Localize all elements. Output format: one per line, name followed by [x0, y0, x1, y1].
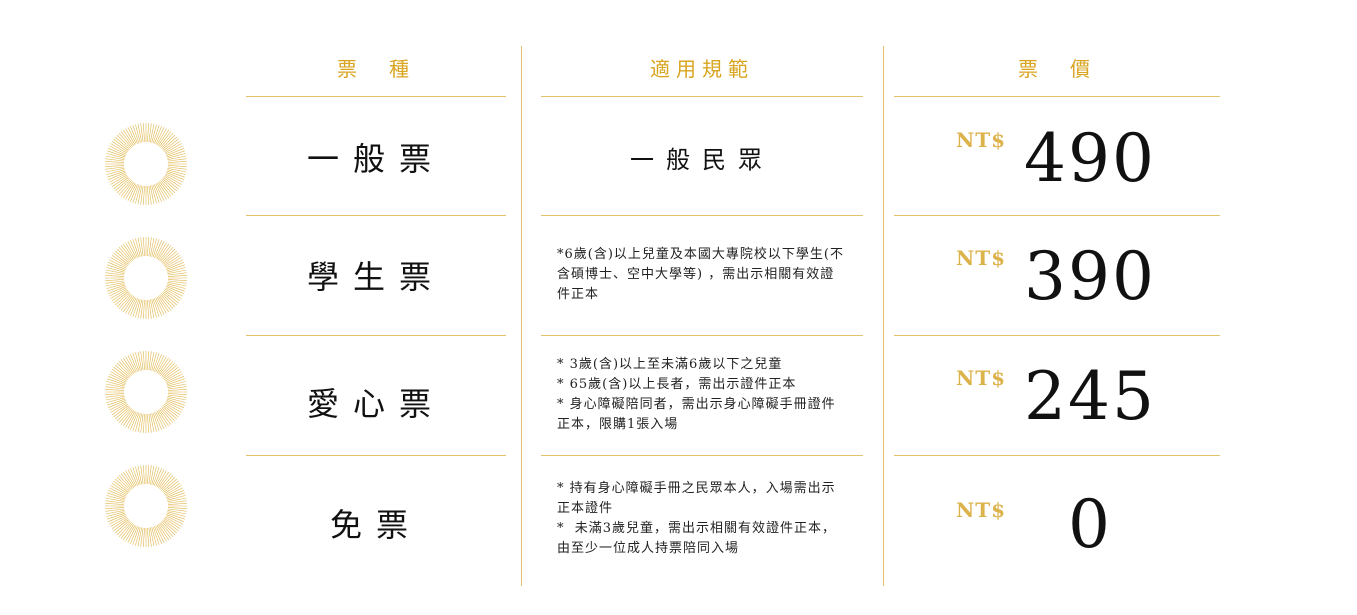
rule-cell: * 3歲(含)以上至未滿6歲以下之兒童 * 65歲(含)以上長者，需出示證件正本… — [541, 336, 863, 454]
header-price: 票 價 — [1018, 57, 1096, 81]
row-divider — [894, 455, 1220, 456]
column-divider-1 — [521, 46, 522, 586]
header-rules: 適用規範 — [650, 57, 754, 81]
price-value: 490 — [1024, 120, 1156, 197]
price-value: 245 — [1024, 358, 1156, 435]
row-divider — [541, 455, 863, 456]
currency-label: NT$ — [956, 128, 1007, 152]
sunburst-icon — [105, 465, 187, 547]
rule-cell: 一般民眾 — [541, 98, 863, 216]
sunburst-icon — [105, 237, 187, 319]
row-divider — [246, 96, 506, 97]
currency-label: NT$ — [956, 498, 1007, 522]
ticket-name: 一般票 — [306, 140, 445, 178]
ticket-name: 免票 — [329, 506, 422, 544]
row-divider — [246, 335, 506, 336]
row-divider — [541, 96, 863, 97]
row-divider — [894, 335, 1220, 336]
ticket-name: 愛心票 — [306, 385, 445, 423]
row-divider — [541, 335, 863, 336]
ticket-name: 學生票 — [306, 258, 445, 296]
sunburst-icon — [105, 351, 187, 433]
currency-label: NT$ — [956, 246, 1007, 270]
price-value: 390 — [1024, 238, 1156, 315]
row-divider — [894, 96, 1220, 97]
row-divider — [246, 455, 506, 456]
row-divider — [541, 215, 863, 216]
column-divider-2 — [883, 46, 884, 586]
header-ticket-type: 票 種 — [337, 57, 415, 81]
price-value: 0 — [1068, 486, 1112, 563]
row-divider — [246, 215, 506, 216]
rule-text: *6歲(含)以上兒童及本國大專院校以下學生(不含碩博士、空中大學等) ，需出示相… — [557, 247, 844, 302]
rule-text: * 持有身心障礙手冊之民眾本人，入場需出示正本證件 * 未滿3歲兒童，需出示相關… — [557, 481, 837, 556]
rule-text: 一般民眾 — [630, 145, 774, 174]
row-divider — [894, 215, 1220, 216]
rule-cell: *6歲(含)以上兒童及本國大專院校以下學生(不含碩博士、空中大學等) ，需出示相… — [541, 216, 863, 334]
currency-label: NT$ — [956, 366, 1007, 390]
sunburst-icon — [105, 123, 187, 205]
rule-text: * 3歲(含)以上至未滿6歲以下之兒童 * 65歲(含)以上長者，需出示證件正本… — [557, 357, 836, 432]
rule-cell: * 持有身心障礙手冊之民眾本人，入場需出示正本證件 * 未滿3歲兒童，需出示相關… — [541, 460, 863, 578]
